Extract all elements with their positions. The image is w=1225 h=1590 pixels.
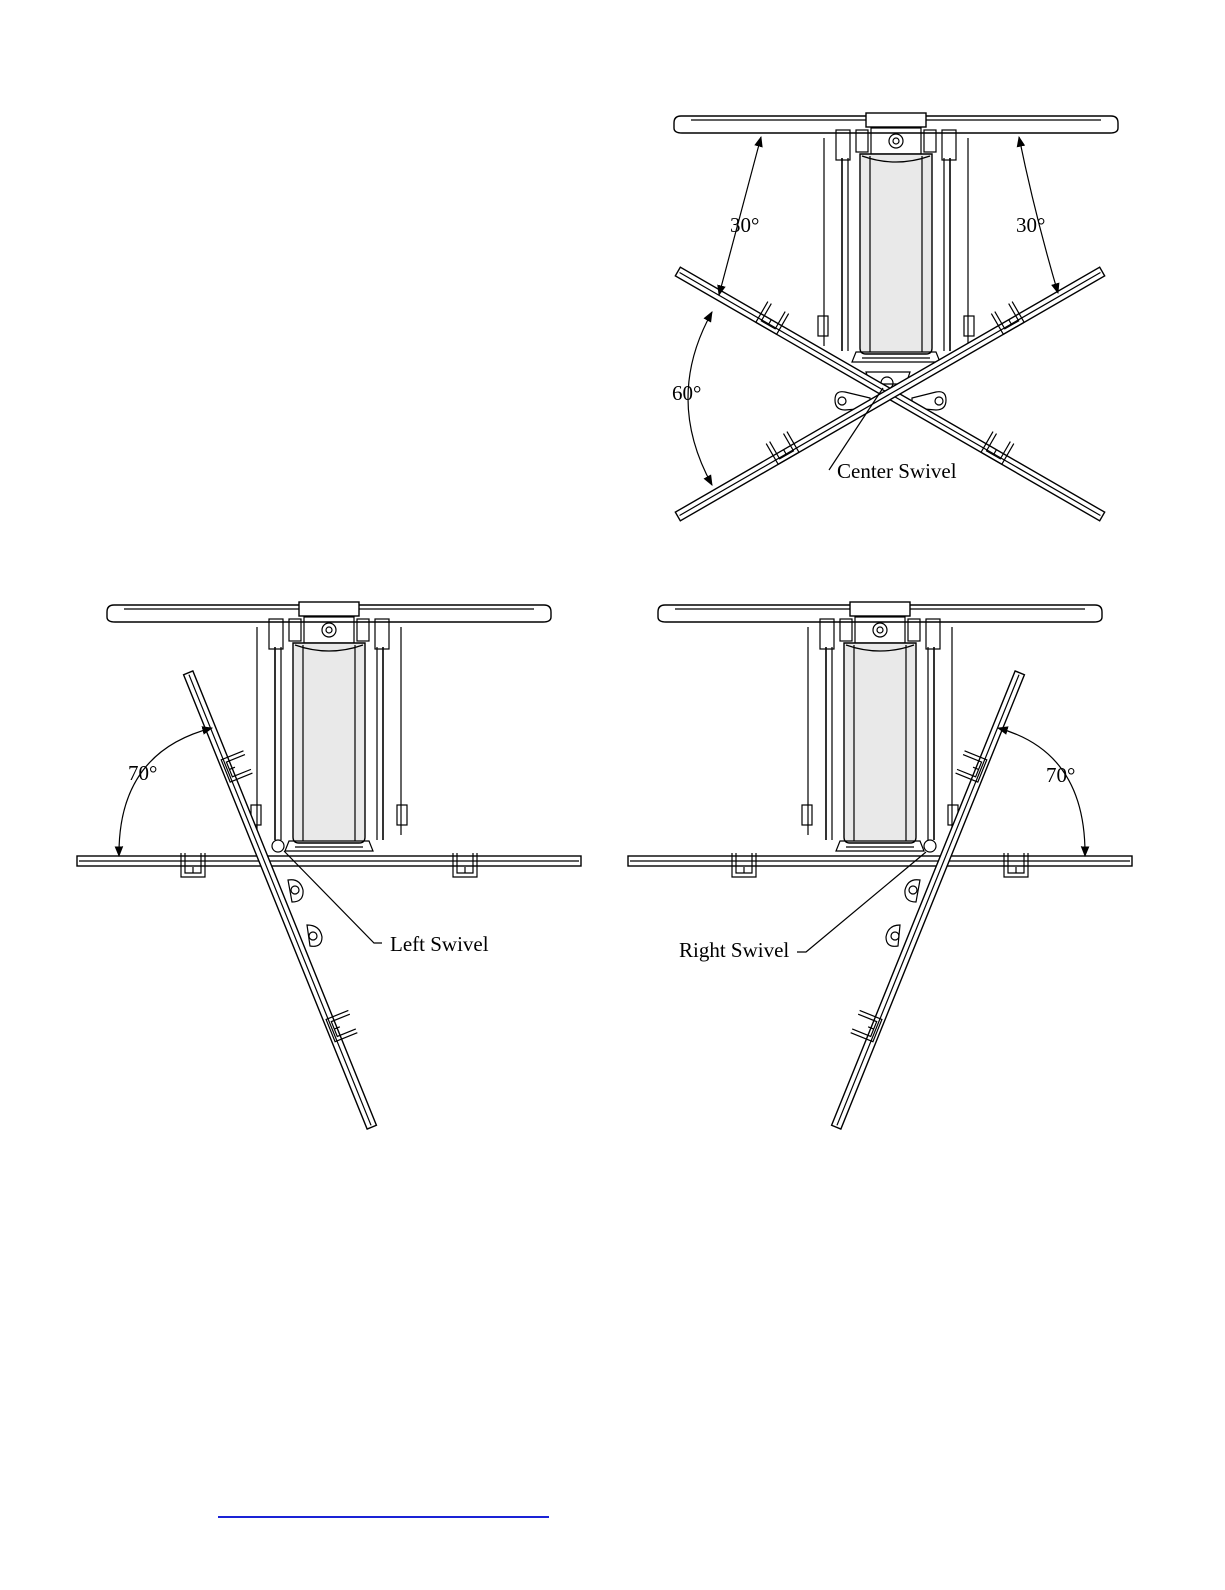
left-tv-bar-straight xyxy=(77,853,581,877)
center-swivel-diagram: 30° 30° 60° Center Swivel xyxy=(668,113,1118,521)
right-angle-label: 70° xyxy=(1046,763,1075,787)
right-arc-70 xyxy=(998,728,1085,856)
left-swivel-label: Left Swivel xyxy=(390,932,489,956)
right-mount-assembly xyxy=(658,602,1102,851)
center-angle-right-label: 30° xyxy=(1016,213,1045,237)
right-tv-bar-straight xyxy=(628,853,1132,877)
left-mount-assembly xyxy=(107,602,551,851)
right-swivel-diagram: 70° Right Swivel xyxy=(628,602,1132,1129)
center-mount-assembly xyxy=(674,113,1118,362)
left-arc-70 xyxy=(119,728,212,856)
center-swivel-label: Center Swivel xyxy=(837,459,957,483)
left-swivel-diagram: 70° Left Swivel xyxy=(77,602,581,1129)
left-angle-label: 70° xyxy=(128,761,157,785)
footer-link[interactable] xyxy=(218,1502,549,1518)
right-swivel-label: Right Swivel xyxy=(679,938,789,962)
center-angle-between-label: 60° xyxy=(672,381,701,405)
right-swivel-leader xyxy=(797,852,926,952)
center-angle-left-label: 30° xyxy=(730,213,759,237)
